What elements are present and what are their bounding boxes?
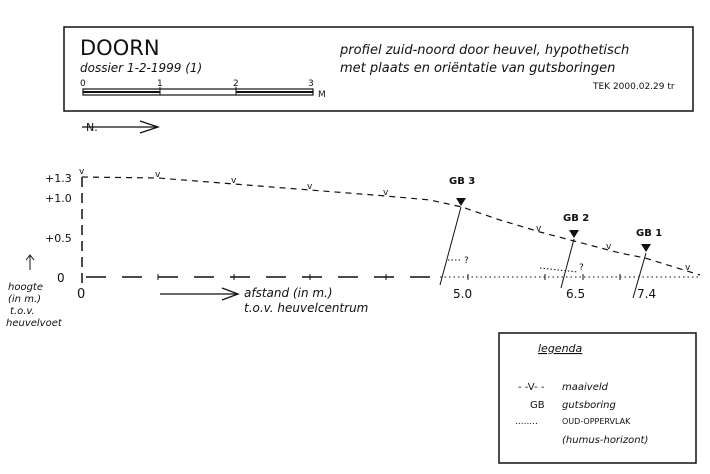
boring-gb3: GB 3 ? — [439, 176, 475, 286]
scale-label-2: 2 — [233, 79, 239, 89]
x-tick-7.4: 7.4 — [637, 287, 656, 301]
svg-text:GB 1: GB 1 — [636, 228, 662, 239]
svg-text:N.: N. — [86, 121, 98, 134]
x-tick-5.0: 5.0 — [453, 287, 472, 301]
scale-label-3: 3 — [308, 79, 314, 89]
svg-text:gutsboring: gutsboring — [562, 400, 616, 411]
svg-text:GB: GB — [530, 400, 545, 411]
x-axis-label-2: t.o.v. heuvelcentrum — [244, 301, 368, 315]
svg-text:v: v — [231, 176, 237, 186]
svg-text:v: v — [606, 242, 612, 252]
svg-text:maaiveld: maaiveld — [562, 382, 609, 393]
boring-gb1: GB 1 — [632, 228, 662, 299]
x-tick-0: 0 — [77, 287, 85, 302]
legend-humus-note: (humus-horizont) — [562, 435, 648, 446]
boring-gb2: GB 2 ? — [539, 213, 589, 289]
svg-text:?: ? — [579, 263, 584, 273]
scale-unit: M — [318, 90, 326, 100]
description-line-1: profiel zuid-noord door heuvel, hypothet… — [339, 43, 629, 58]
svg-text:v: v — [685, 263, 691, 273]
y-tick-1.3: +1.3 — [45, 172, 72, 185]
svg-text:heuvelvoet: heuvelvoet — [6, 318, 63, 329]
svg-text:GB 3: GB 3 — [449, 176, 475, 187]
legend-title: legenda — [538, 342, 583, 355]
svg-text:v: v — [79, 167, 85, 177]
site-title: DOORN — [80, 36, 160, 60]
north-arrow-icon: N. — [82, 120, 161, 134]
svg-text:........: ........ — [515, 417, 538, 427]
svg-text:v: v — [536, 224, 542, 234]
x-tick-marks — [157, 274, 621, 280]
legend-box — [498, 332, 697, 464]
svg-text:hoogte: hoogte — [8, 282, 43, 293]
y-tick-0: 0 — [57, 271, 65, 285]
y-axis-label: hoogte (in m.) t.o.v. heuvelvoet — [6, 282, 63, 329]
svg-text:t.o.v.: t.o.v. — [10, 306, 35, 317]
dossier-label: dossier 1-2-1999 (1) — [80, 61, 202, 75]
y-tick-0.5: +0.5 — [45, 232, 72, 245]
scale-bar: 0 1 2 3 M — [80, 79, 326, 100]
svg-text:- -V- -: - -V- - — [518, 382, 545, 393]
y-tick-1.0: +1.0 — [45, 192, 72, 205]
svg-text:OUD-OPPERVLAK: OUD-OPPERVLAK — [562, 417, 631, 426]
description-line-2: met plaats en oriëntatie van gutsboringe… — [340, 61, 615, 76]
x-axis-label-1: afstand (in m.) — [244, 286, 333, 300]
svg-text:GB 2: GB 2 — [563, 213, 589, 224]
svg-text:?: ? — [464, 256, 469, 266]
legend-item-oud-opperlak: ........ OUD-OPPERVLAK — [515, 417, 631, 427]
credit-label: TEK 2000.02.29 tr — [592, 82, 675, 92]
scale-label-0: 0 — [80, 79, 86, 89]
x-tick-6.5: 6.5 — [566, 287, 585, 301]
legend-item-maaiveld: - -V- - maaiveld — [518, 382, 609, 393]
x-direction-arrow-icon — [160, 287, 240, 301]
svg-text:v: v — [307, 182, 313, 192]
svg-text:v: v — [155, 170, 161, 180]
legend-item-gutsboring: GB gutsboring — [530, 400, 616, 411]
svg-text:(in m.): (in m.) — [8, 294, 41, 305]
scale-label-1: 1 — [157, 79, 163, 89]
ground-surface-line — [81, 176, 701, 276]
svg-text:v: v — [383, 188, 389, 198]
ground-markers: v v v v v v v v — [79, 167, 691, 273]
header-box — [63, 26, 694, 112]
